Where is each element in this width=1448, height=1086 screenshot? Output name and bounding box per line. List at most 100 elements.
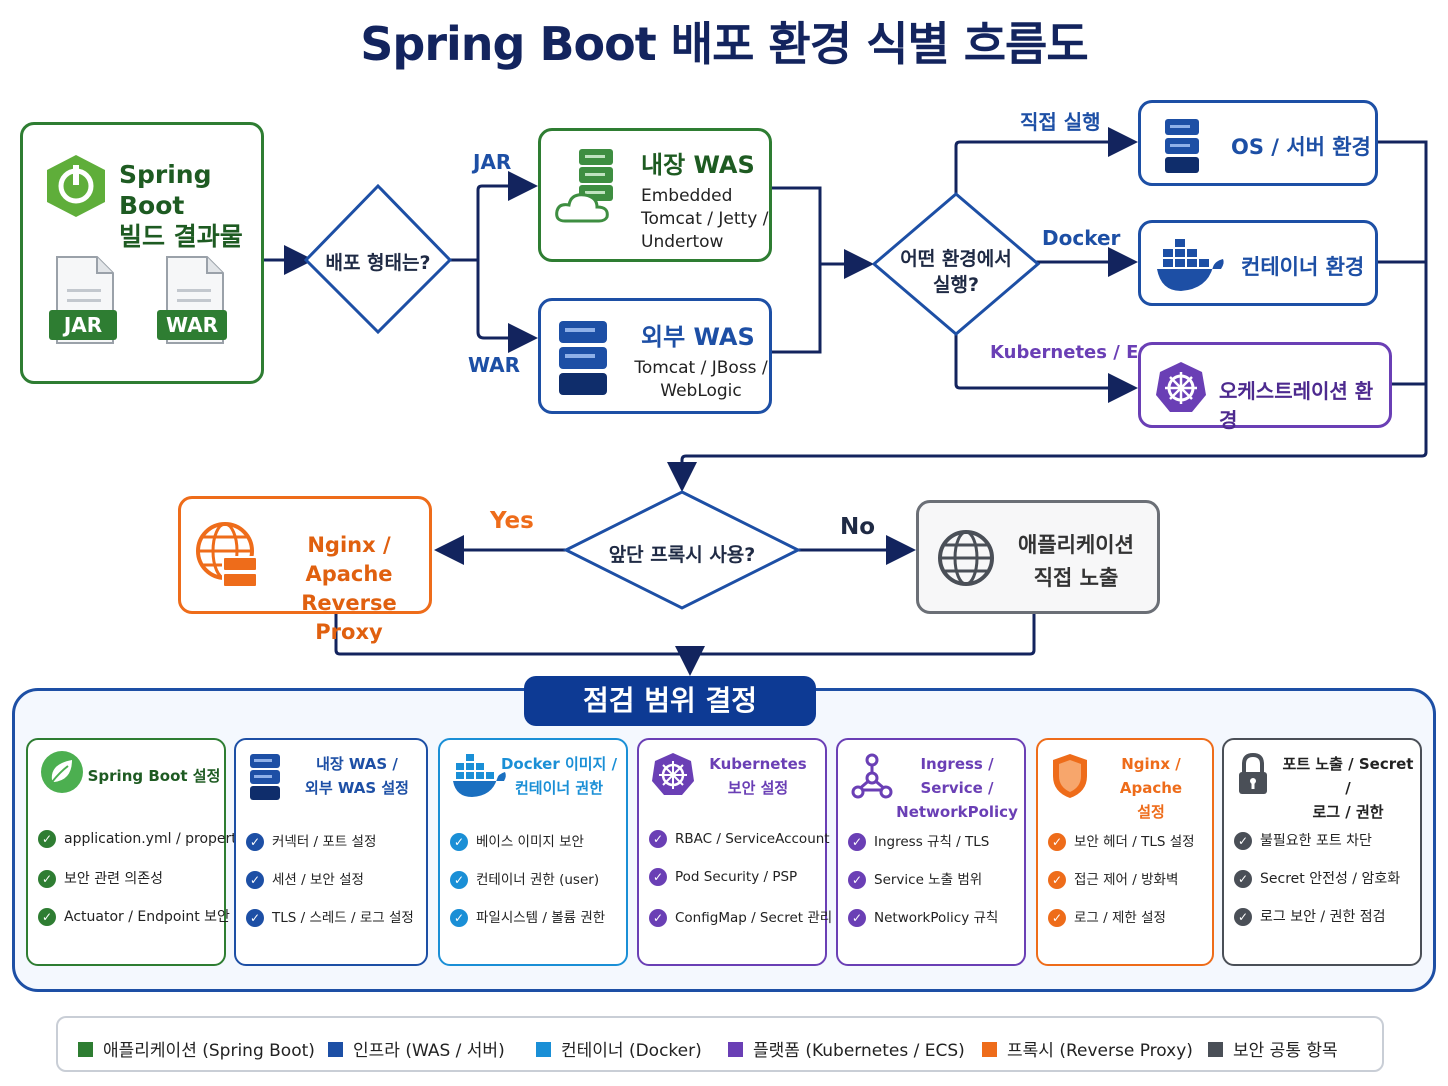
jar-badge: JAR bbox=[49, 310, 117, 340]
legend-label: 인프라 (WAS / 서버) bbox=[353, 1041, 505, 1061]
label-war: WAR bbox=[468, 353, 521, 377]
scope-banner: 점검 범위 결정 bbox=[524, 676, 816, 726]
proxy-title-line1: Nginx / Apache bbox=[305, 533, 393, 586]
legend-label: 프록시 (Reverse Proxy) bbox=[1007, 1041, 1193, 1061]
legend-swatch bbox=[328, 1042, 343, 1057]
label-yes: Yes bbox=[490, 508, 534, 534]
check-icon: ✓ bbox=[848, 909, 866, 927]
scope-check-label: 커넥터 / 포트 설정 bbox=[272, 834, 377, 850]
label-jar: JAR bbox=[473, 150, 512, 174]
server-icon bbox=[1165, 119, 1199, 173]
check-icon: ✓ bbox=[1234, 832, 1252, 850]
shield-icon bbox=[1050, 752, 1090, 804]
globe-proxy-icon bbox=[196, 522, 258, 588]
check-icon: ✓ bbox=[38, 908, 56, 926]
scope-check-item: ✓로그 보안 / 권한 점검 bbox=[1234, 906, 1386, 926]
scope-check-item: ✓NetworkPolicy 규칙 bbox=[848, 906, 998, 927]
lock-icon bbox=[1236, 752, 1270, 800]
direct-exposure-box: 애플리케이션 직접 노출 bbox=[916, 500, 1160, 614]
scope-card: Kubernetes 보안 설정✓RBAC / ServiceAccount✓P… bbox=[637, 738, 832, 966]
label-no: No bbox=[840, 514, 876, 540]
label-docker: Docker bbox=[1042, 226, 1121, 250]
decision-deploy-type: 배포 형태는? bbox=[325, 252, 431, 274]
scope-check-label: 로그 / 제한 설정 bbox=[1074, 910, 1166, 926]
globe-icon bbox=[938, 530, 994, 586]
check-icon: ✓ bbox=[848, 871, 866, 889]
scope-check-item: ✓ Actuator / Endpoint 보안 bbox=[38, 906, 230, 926]
scope-check-label: Service 노출 범위 bbox=[874, 872, 983, 888]
check-icon: ✓ bbox=[246, 833, 264, 851]
scope-card-title: Kubernetes 보안 설정 bbox=[709, 755, 807, 797]
scope-check-item: ✓ 컨테이너 권한 (user) bbox=[450, 868, 599, 889]
check-icon: ✓ bbox=[38, 830, 56, 848]
scope-check-item: ✓ConfigMap / Secret 관리 bbox=[649, 906, 832, 927]
embedded-was-line2: Tomcat / Jetty / bbox=[641, 209, 769, 229]
external-was-desc: Tomcat / JBoss / WebLogic bbox=[631, 357, 771, 403]
direct-exposure-title: 애플리케이션 직접 노출 bbox=[1001, 529, 1151, 595]
scope-card: Nginx / Apache 설정✓보안 헤더 / TLS 설정✓접근 제어 /… bbox=[1036, 738, 1214, 966]
check-icon: ✓ bbox=[450, 871, 468, 889]
legend-swatch bbox=[1208, 1042, 1223, 1057]
env-os-title: OS / 서버 환경 bbox=[1231, 135, 1371, 159]
scope-check-label: 컨테이너 권한 (user) bbox=[476, 872, 600, 888]
scope-check-label: TLS / 스레드 / 로그 설정 bbox=[272, 910, 414, 926]
legend-label: 컨테이너 (Docker) bbox=[561, 1041, 702, 1061]
spring-leaf-icon bbox=[40, 750, 84, 798]
embedded-was-box: 내장 WAS Embedded Tomcat / Jetty / Underto… bbox=[538, 128, 772, 262]
scope-check-item: ✓보안 관련 의존성 bbox=[38, 868, 163, 888]
legend-label: 보안 공통 항목 bbox=[1233, 1041, 1338, 1061]
label-kubernetes-ecs: Kubernetes / ECS bbox=[990, 342, 1165, 363]
decision-env-line2: 실행? bbox=[933, 274, 979, 296]
legend: 애플리케이션 (Spring Boot) 인프라 (WAS / 서버) 컨테이너 (… bbox=[56, 1016, 1384, 1072]
scope-check-item: ✓접근 제어 / 방화벽 bbox=[1048, 868, 1178, 889]
legend-swatch bbox=[982, 1042, 997, 1057]
check-icon: ✓ bbox=[38, 870, 56, 888]
decision-env: 어떤 환경에서 실행? bbox=[886, 246, 1026, 298]
check-icon: ✓ bbox=[450, 833, 468, 851]
scope-check-item: ✓베이스 이미지 보안 bbox=[450, 830, 584, 851]
scope-check-item: ✓로그 / 제한 설정 bbox=[1048, 906, 1166, 927]
legend-item: 애플리케이션 (Spring Boot) bbox=[78, 1036, 315, 1061]
artifact-title-line1: Spring Boot bbox=[119, 160, 212, 220]
scope-card: Spring Boot 설정✓application.yml / propert… bbox=[26, 738, 257, 966]
server-cloud-icon bbox=[555, 149, 613, 223]
direct-exposure-line1: 애플리케이션 bbox=[1018, 533, 1134, 557]
legend-item: 프록시 (Reverse Proxy) bbox=[982, 1036, 1193, 1061]
check-icon: ✓ bbox=[1234, 870, 1252, 888]
check-icon: ✓ bbox=[1234, 908, 1252, 926]
kubernetes-helm-icon bbox=[1156, 362, 1206, 412]
scope-check-label: 파일시스템 / 볼륨 권한 bbox=[476, 910, 606, 926]
artifact-box: Spring Boot 빌드 결과물 JAR WAR bbox=[20, 122, 264, 384]
scope-check-item: ✓ 세션 / 보안 설정 bbox=[246, 868, 364, 889]
proxy-title: Nginx / Apache Reverse Proxy bbox=[267, 531, 431, 647]
embedded-was-desc: Embedded Tomcat / Jetty / Undertow bbox=[641, 185, 768, 254]
embedded-was-title: 내장 WAS bbox=[641, 151, 755, 179]
legend-item: 컨테이너 (Docker) bbox=[536, 1036, 702, 1061]
scope-card: 포트 노출 / Secret / 로그 / 권한✓불필요한 포트 차단✓Secr… bbox=[1222, 738, 1422, 966]
legend-swatch bbox=[728, 1042, 743, 1057]
scope-check-label: application.yml / properties bbox=[64, 831, 257, 847]
check-icon: ✓ bbox=[649, 909, 667, 927]
decision-proxy: 앞단 프록시 사용? bbox=[608, 544, 756, 566]
label-direct-run: 직접 실행 bbox=[1020, 110, 1101, 134]
scope-check-label: 보안 헤더 / TLS 설정 bbox=[1074, 834, 1195, 850]
scope-check-item: ✓Ingress 규칙 / TLS bbox=[848, 830, 989, 851]
kubernetes-helm-icon bbox=[651, 752, 695, 800]
spring-boot-logo-icon bbox=[47, 155, 105, 217]
check-icon: ✓ bbox=[246, 909, 264, 927]
scope-card-title: 내장 WAS / 외부 WAS 설정 bbox=[305, 755, 409, 797]
proxy-box: Nginx / Apache Reverse Proxy bbox=[178, 496, 432, 644]
check-icon: ✓ bbox=[1048, 871, 1066, 889]
scope-check-label: 세션 / 보안 설정 bbox=[272, 872, 364, 888]
external-was-line1: Tomcat / JBoss / bbox=[634, 358, 768, 378]
legend-swatch bbox=[78, 1042, 93, 1057]
scope-check-item: ✓보안 헤더 / TLS 설정 bbox=[1048, 830, 1195, 851]
check-icon: ✓ bbox=[246, 871, 264, 889]
proxy-title-line2: Reverse Proxy bbox=[301, 591, 397, 644]
scope-check-item: ✓불필요한 포트 차단 bbox=[1234, 830, 1372, 850]
scope-card-title: Docker 이미지 / 컨테이너 권한 bbox=[500, 755, 618, 797]
scope-check-label: Actuator / Endpoint 보안 bbox=[64, 909, 230, 925]
server-icon bbox=[559, 321, 607, 395]
scope-check-item: ✓ TLS / 스레드 / 로그 설정 bbox=[246, 906, 414, 927]
check-icon: ✓ bbox=[649, 868, 667, 886]
